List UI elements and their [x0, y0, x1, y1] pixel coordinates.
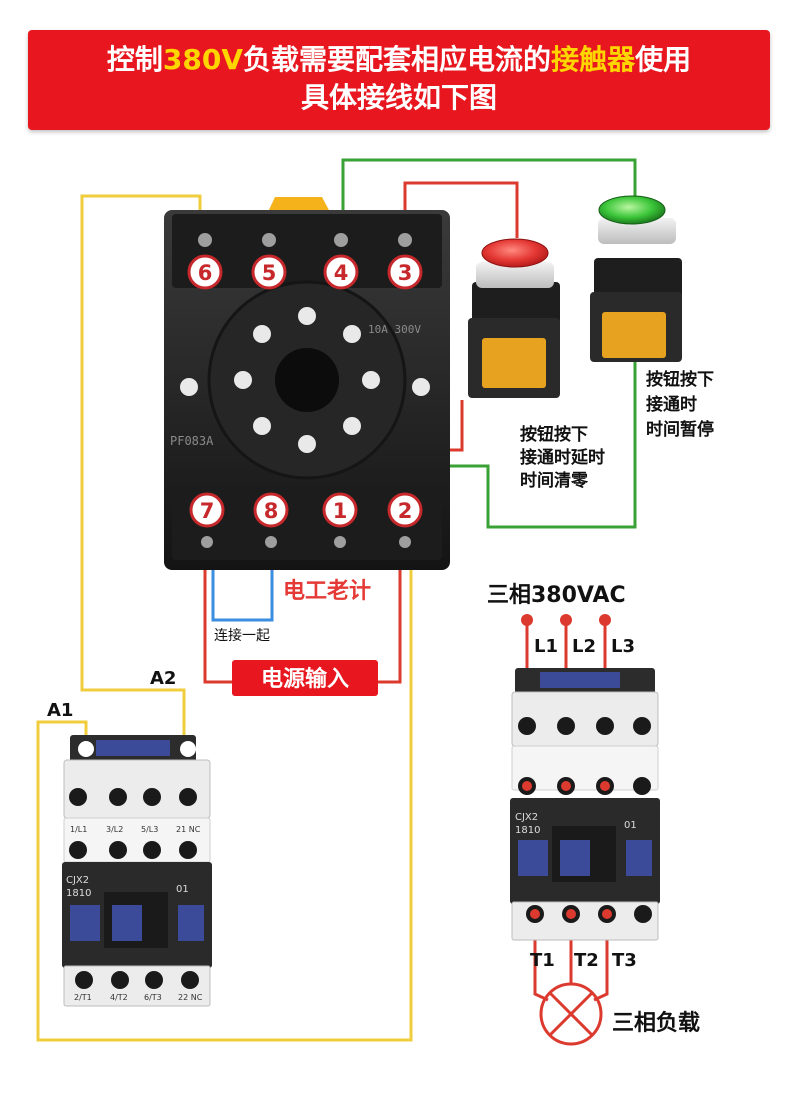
terminal-number: 5	[262, 261, 277, 285]
label-line: 按钮按下	[520, 424, 588, 445]
terminal-3: 3	[387, 254, 423, 290]
relay-model-text: PF083A	[170, 434, 214, 448]
green-button-label: 按钮按下 接通时 时间暂停	[646, 369, 714, 440]
term-label: 3/L2	[106, 825, 123, 834]
output-label: T3	[612, 950, 637, 971]
terminal-6: 6	[187, 254, 223, 290]
phase-label: L3	[611, 636, 635, 657]
output-label: T2	[574, 950, 599, 971]
banner-line-2: 具体接线如下图	[300, 81, 497, 114]
term-label: 6/T3	[144, 993, 162, 1002]
relay-rating-text: 10A 300V	[368, 323, 421, 336]
title-banner: 控制380V负载需要配套相应电流的接触器使用 具体接线如下图	[28, 30, 770, 130]
terminal-number: 7	[200, 499, 215, 523]
phase-label: L2	[572, 636, 596, 657]
terminal-number: 2	[398, 499, 413, 523]
banner-line-1: 控制380V负载需要配套相应电流的接触器使用	[28, 42, 770, 78]
terminal-number: 3	[398, 261, 413, 285]
phase-label: L1	[534, 636, 558, 657]
terminal-number: 6	[198, 261, 213, 285]
terminal-4: 4	[323, 254, 359, 290]
banner-text: 负载需要配套相应电流的	[243, 43, 552, 76]
label-line: 按钮按下	[646, 369, 714, 390]
label-line: 时间清零	[520, 470, 589, 491]
contactor-model: CJX2	[515, 812, 538, 823]
term-label: 2/T1	[74, 993, 92, 1002]
watermark-text: 电工老计	[283, 579, 371, 604]
terminal-number: 4	[334, 261, 349, 285]
banner-text: 控制	[106, 43, 163, 76]
red-push-button	[468, 238, 560, 398]
contactor-model: CJX2	[66, 875, 89, 886]
banner-highlight-contactor: 接触器	[551, 43, 636, 76]
three-phase-label: 三相380VAC	[487, 583, 626, 608]
term-label: 21 NC	[176, 825, 201, 834]
term-label: 22 NC	[178, 993, 203, 1002]
contactor-model: 1810	[66, 888, 91, 899]
banner-text: 使用	[635, 43, 692, 76]
label-line: 接通时	[646, 394, 697, 415]
output-label: T1	[530, 950, 555, 971]
connect-together-label: 连接一起	[214, 627, 270, 644]
red-button-label: 按钮按下 接通时延时 时间清零	[520, 424, 605, 491]
load-label: 三相负载	[612, 1010, 700, 1036]
terminal-5: 5	[251, 254, 287, 290]
label-line: 接通时延时	[520, 447, 605, 468]
output-labels: T1 T2 T3	[530, 950, 637, 971]
phase-labels: L1 L2 L3	[534, 636, 635, 657]
term-label: 5/L3	[141, 825, 158, 834]
wire-yellow-a1	[36, 538, 413, 1042]
relay-base: PF083A 10A 300V 6 5 4 3 7 8 1	[164, 197, 450, 570]
terminal-number: 1	[333, 499, 348, 523]
terminal-2: 2	[387, 492, 423, 528]
terminal-8: 8	[253, 492, 289, 528]
contactor-left: 1/L1 3/L2 5/L3 21 NC CJX2 1810 01 2/T1 4…	[62, 735, 212, 1007]
three-phase-load-icon	[539, 982, 603, 1046]
contactor-aux: 01	[624, 820, 637, 831]
terminal-1: 1	[322, 492, 358, 528]
coil-a2-label: A2	[150, 668, 176, 689]
terminal-number: 8	[264, 499, 279, 523]
terminal-7: 7	[189, 492, 225, 528]
label-line: 时间暂停	[646, 419, 714, 440]
contactor-right: CJX2 1810 01	[510, 668, 660, 941]
coil-a1-label: A1	[47, 700, 73, 721]
wire-green-top	[341, 158, 637, 245]
contactor-aux: 01	[176, 884, 189, 895]
power-input-badge: 电源输入	[232, 660, 378, 696]
wire-yellow-a2	[80, 194, 202, 735]
power-input-label: 电源输入	[261, 666, 349, 692]
term-label: 1/L1	[70, 825, 87, 834]
green-push-button	[590, 195, 682, 362]
wire-blue-link	[211, 540, 274, 622]
banner-highlight-voltage: 380V	[162, 43, 244, 76]
contactor-model: 1810	[515, 825, 540, 836]
term-label: 4/T2	[110, 993, 128, 1002]
